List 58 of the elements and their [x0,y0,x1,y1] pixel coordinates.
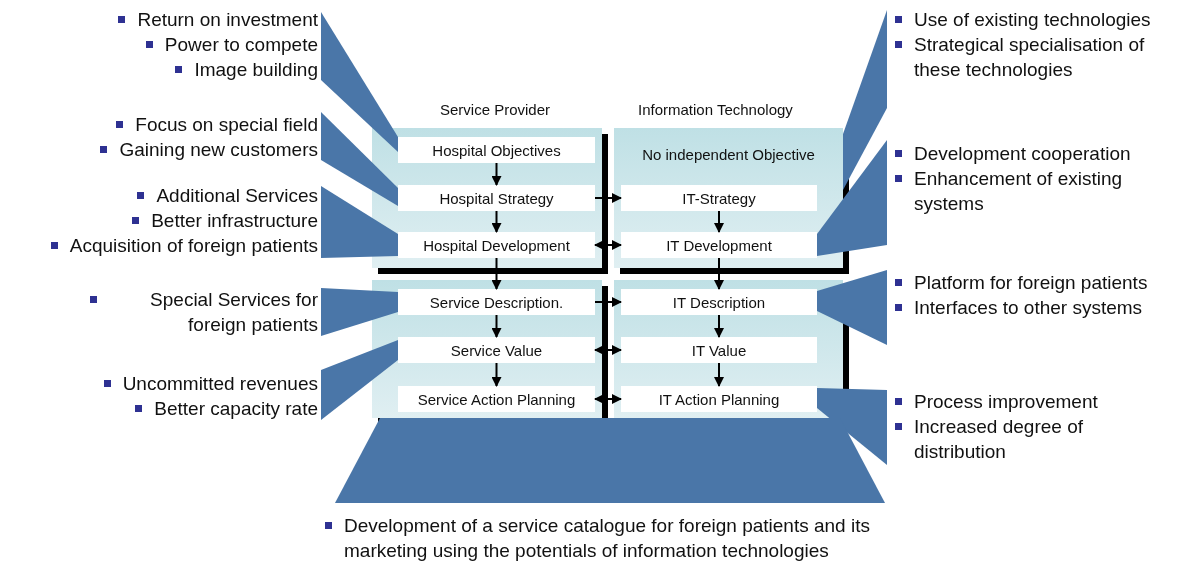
callout-wedge [321,340,398,420]
panel-heading: No independent Objective [641,146,816,163]
callout-wedge [817,270,887,345]
bullet-text: Return on investment [137,8,318,32]
process-box: Service Action Planning [398,386,595,412]
process-box: IT Development [621,232,817,258]
callout-wedge [321,288,398,336]
process-box: IT Action Planning [621,386,817,412]
callout-wedge [321,12,398,152]
bullet-text: Additional Services [156,184,318,208]
bullet-text: Gaining new customers [119,138,318,162]
bullet-text: Better capacity rate [154,397,318,421]
arrow [594,193,622,203]
arrow [491,210,502,233]
arrow [491,257,502,290]
process-box: IT Value [621,337,817,363]
process-box: Service Value [398,337,595,363]
arrow [594,297,622,307]
process-box: Hospital Strategy [398,185,595,211]
bullet-text: Acquisition of foreign patients [69,234,318,258]
arrow [594,394,622,404]
callout-wedge [843,10,887,190]
callout-wedge [321,186,398,258]
process-box: Hospital Objectives [398,137,595,163]
callout-wedge [321,112,398,206]
bullet-text: Interfaces to other systems [914,296,1143,320]
bullet-text: Development cooperation [914,142,1131,166]
process-box: Service Description. [398,289,595,315]
bullet-text: Use of existing technologies [914,8,1151,32]
arrow [491,314,502,338]
process-box: IT-Strategy [621,185,817,211]
arrow [491,362,502,387]
arrow [594,345,622,355]
process-box: Hospital Development [398,232,595,258]
process-box: IT Description [621,289,817,315]
callout-wedge [335,418,885,503]
arrow [594,240,622,250]
arrow [714,362,724,387]
bullet-text: Uncommitted revenues [122,372,318,396]
bullet-text: Process improvement [914,390,1098,414]
callout-wedge [817,388,887,465]
callout-wedge [817,140,887,256]
arrow [491,162,502,186]
bullet-text: Development of a service catalogue for foreign patients and its marketing using the potentials of information technologies [344,514,871,563]
bullet-text: Enhancement of existing systems [914,167,1124,216]
column-heading: Information Technology [638,101,793,118]
column-heading: Service Provider [440,101,551,118]
bullet-text: Special Services for foreign patients [149,288,318,337]
bullet-text: Platform for foreign patients [914,271,1148,295]
bullet-text: Increased degree of distribution [914,415,1084,464]
bullet-text: Focus on special field [135,113,318,137]
arrow [714,314,724,338]
bullet-text: Image building [194,58,318,82]
arrow [714,210,724,233]
bullet-text: Power to compete [164,33,318,57]
bullet-text: Better infrastructure [151,209,318,233]
bullet-text: Strategical specialisation of these technologies [914,33,1146,82]
arrow [714,257,724,290]
